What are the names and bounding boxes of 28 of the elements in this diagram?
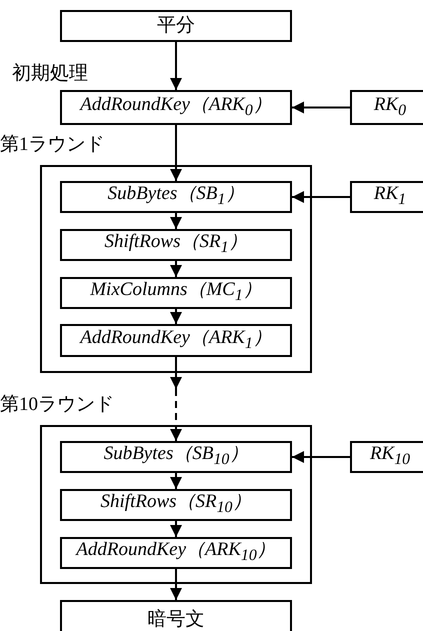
process-box: ShiftRows（SR$_{1}$） [60,229,292,261]
round-heading: 第10ラウンド [0,393,114,417]
arrow [292,191,350,203]
arrow [292,102,350,114]
key-box: RK$_{10}$ [350,441,423,473]
process-box: 平分 [60,10,292,42]
arrow [170,213,182,229]
key-box: RK$_{0}$ [350,90,423,125]
process-box: AddRoundKey（ARK$_{10}$） [60,537,292,569]
arrow [170,357,182,441]
process-box: MixColumns（MC$_{1}$） [60,277,292,309]
arrow [170,521,182,537]
stage-label: 初期処理 [12,62,88,86]
process-box: SubBytes（SB$_{1}$） [60,181,292,213]
arrow [170,125,182,181]
arrow [170,473,182,489]
process-box: 暗号文 [60,600,292,631]
arrow [170,261,182,277]
arrow [170,42,182,90]
process-box: AddRoundKey（ARK$_{0}$） [60,90,292,125]
process-box: SubBytes（SB$_{10}$） [60,441,292,473]
round-heading: 第1ラウンド [0,133,104,157]
arrow [292,451,350,463]
arrow [170,569,182,600]
process-box: ShiftRows（SR$_{10}$） [60,489,292,521]
arrow [170,309,182,324]
key-box: RK$_{1}$ [350,181,423,213]
process-box: AddRoundKey（ARK$_{1}$） [60,324,292,357]
